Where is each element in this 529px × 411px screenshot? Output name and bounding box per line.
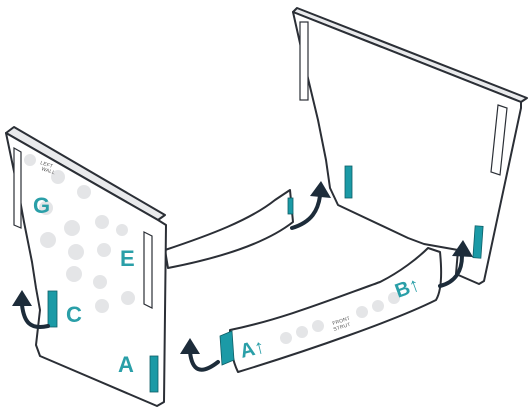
left-wall-panel: LEFT WALL G E C A: [6, 127, 166, 406]
arrow-rear-strut: [292, 181, 331, 228]
back-wall-tab-right: [473, 226, 483, 258]
front-strut-tab: [220, 331, 234, 365]
letter-a: A: [118, 352, 134, 377]
arrow-up-icon: [180, 338, 200, 354]
letter-e: E: [120, 246, 135, 271]
arrow-front-strut: [180, 338, 218, 370]
arrow-up-icon: [310, 181, 331, 198]
back-wall-panel: [293, 8, 527, 284]
left-wall-slot-left: [14, 148, 21, 228]
back-wall-tab-left: [345, 166, 352, 198]
rear-strut-tab: [288, 198, 293, 214]
back-wall-slot-left: [300, 22, 308, 100]
rear-strut: [165, 190, 293, 268]
left-wall-tab-a: [150, 356, 158, 392]
letter-g: G: [33, 193, 50, 218]
arrow-up-icon: [12, 290, 32, 306]
letter-c: C: [66, 302, 82, 327]
left-wall-tab-c: [48, 291, 57, 327]
front-strut: FRONT STRUT A↑ B↑: [220, 248, 441, 372]
left-wall-slot-right: [144, 232, 152, 308]
